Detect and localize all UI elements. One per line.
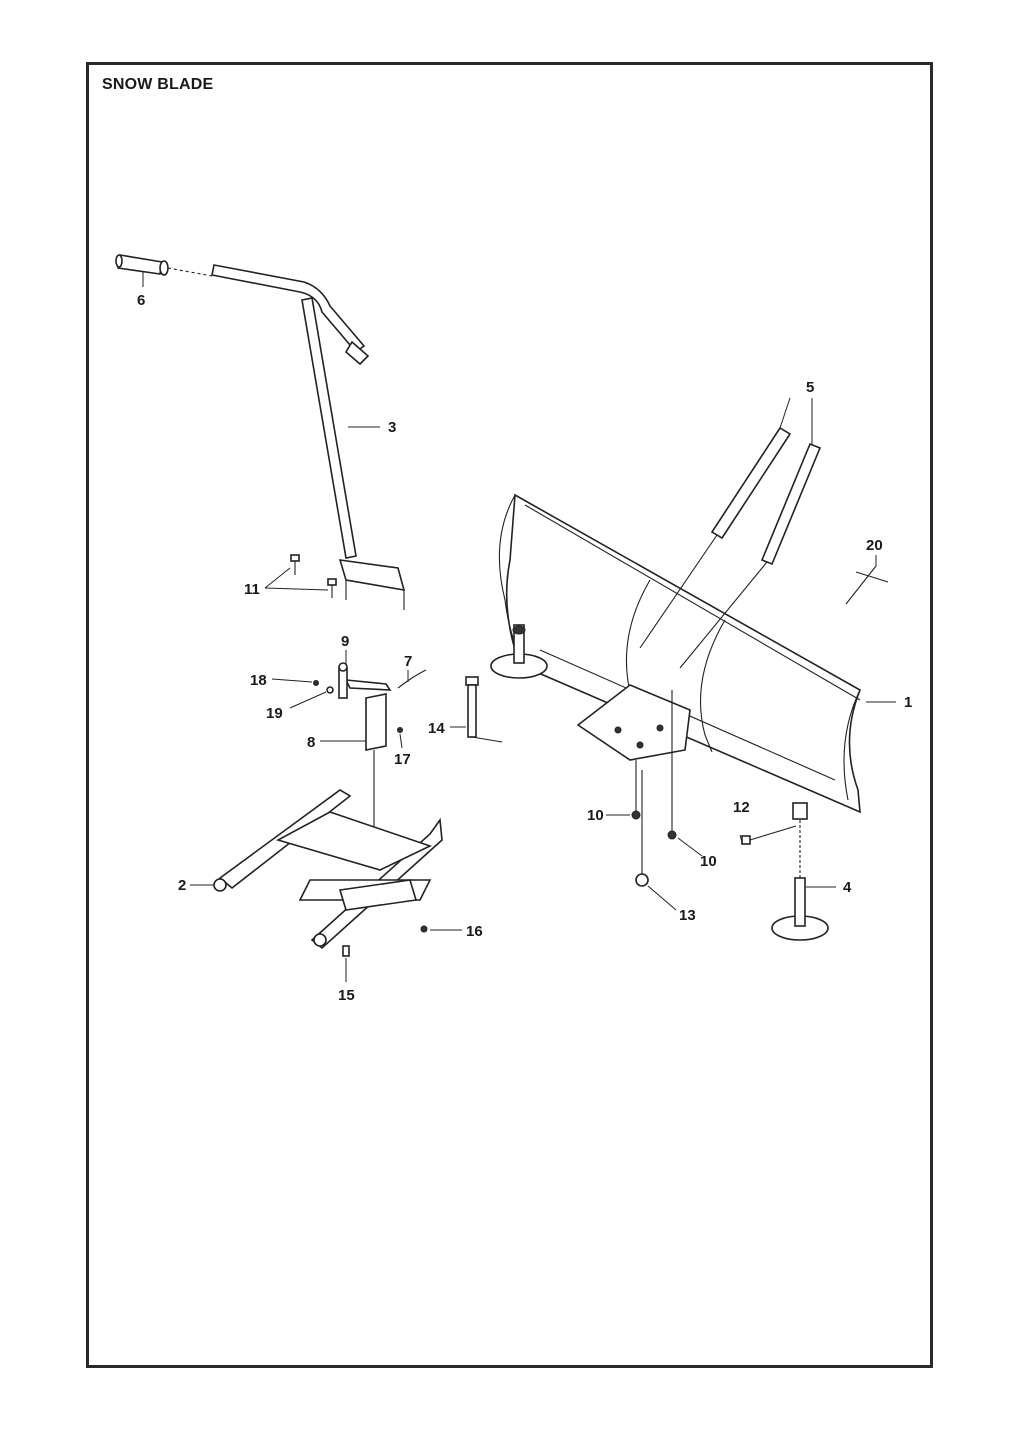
callout-4: 4: [843, 879, 852, 896]
handle-pin-part-20: [845, 565, 889, 605]
mounting-frame-part-2: [213, 789, 443, 957]
page-title: SNOW BLADE: [102, 76, 214, 93]
callout-3: 3: [388, 419, 396, 436]
right-skid-shoe-part-4: [741, 802, 829, 941]
callout-7: 7: [404, 653, 412, 670]
callout-10a: 10: [587, 807, 604, 824]
callout-20: 20: [866, 537, 883, 554]
springs-part-5: [639, 426, 822, 669]
callout-16: 16: [466, 923, 483, 940]
leader-lines: [142, 272, 896, 982]
pivot-plate: [576, 684, 691, 761]
bolt-part-14: [465, 676, 503, 743]
callout-9: 9: [341, 633, 349, 650]
callout-10b: 10: [700, 853, 717, 870]
callout-1: 1: [904, 694, 912, 711]
callout-12: 12: [733, 799, 750, 816]
latch-assembly: [313, 662, 427, 860]
callout-18: 18: [250, 672, 267, 689]
nuts-part-10-13: [631, 690, 677, 887]
blade-part-1: [498, 493, 862, 814]
callout-14: 14: [428, 720, 445, 737]
callout-15: 15: [338, 987, 355, 1004]
left-skid-shoe: [490, 624, 548, 679]
callout-13: 13: [679, 907, 696, 924]
page-frame: [86, 62, 933, 1368]
callout-2: 2: [178, 877, 186, 894]
callout-19: 19: [266, 705, 283, 722]
bolts-part-11: [290, 554, 337, 598]
callout-8: 8: [307, 734, 315, 751]
callout-5: 5: [806, 379, 814, 396]
callout-17: 17: [394, 751, 411, 768]
callout-11: 11: [244, 581, 260, 598]
handle-bar-part-3: [167, 264, 406, 610]
callout-6: 6: [137, 292, 145, 309]
handle-grip-part-6: [115, 254, 169, 276]
